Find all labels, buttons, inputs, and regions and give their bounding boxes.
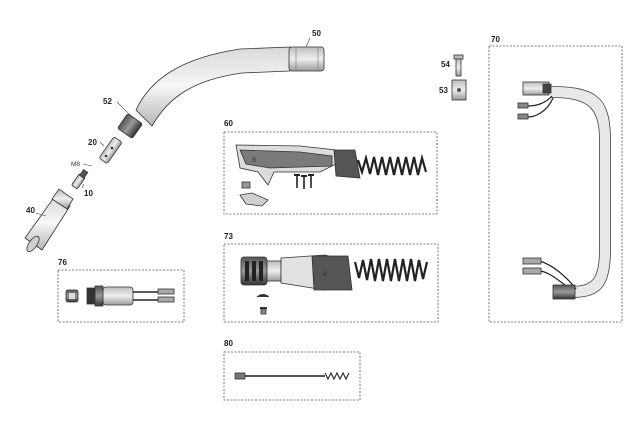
swan-neck-50 [135, 46, 325, 127]
connector-handle-73: B [240, 254, 429, 291]
label-60: 60 [224, 119, 233, 128]
handle-60: B [235, 144, 361, 186]
block-53 [451, 79, 467, 101]
label-70: 70 [491, 35, 500, 44]
spring-60 [356, 153, 428, 176]
label-54: 54 [441, 60, 450, 69]
label-50: 50 [312, 29, 321, 38]
cable-assembly-70 [517, 81, 611, 300]
box-70 [488, 45, 623, 323]
insulator-52 [117, 113, 143, 139]
connector-76 [65, 285, 175, 307]
label-73: 73 [224, 232, 233, 241]
handle-logo-73: B [323, 271, 327, 278]
small-parts-73 [256, 294, 270, 315]
screw-54 [453, 54, 464, 77]
label-20: 20 [88, 138, 97, 147]
label-m8: M8 [71, 161, 80, 168]
label-10: 10 [84, 189, 93, 198]
nozzle-40 [24, 188, 74, 253]
label-52: 52 [103, 97, 112, 106]
liner-80 [234, 371, 350, 381]
label-76: 76 [58, 258, 67, 267]
handle-logo-60: B [252, 157, 256, 164]
label-40: 40 [26, 206, 35, 215]
box-73 [223, 243, 439, 323]
box-80 [223, 351, 361, 401]
label-53: 53 [439, 86, 448, 95]
contact-tip-10 [71, 169, 89, 189]
box-76 [57, 269, 185, 323]
gas-diffuser-20 [99, 137, 122, 164]
trigger-60 [239, 181, 269, 207]
box-60 [223, 131, 438, 215]
label-80: 80 [224, 339, 233, 348]
screws-60 [294, 174, 314, 189]
